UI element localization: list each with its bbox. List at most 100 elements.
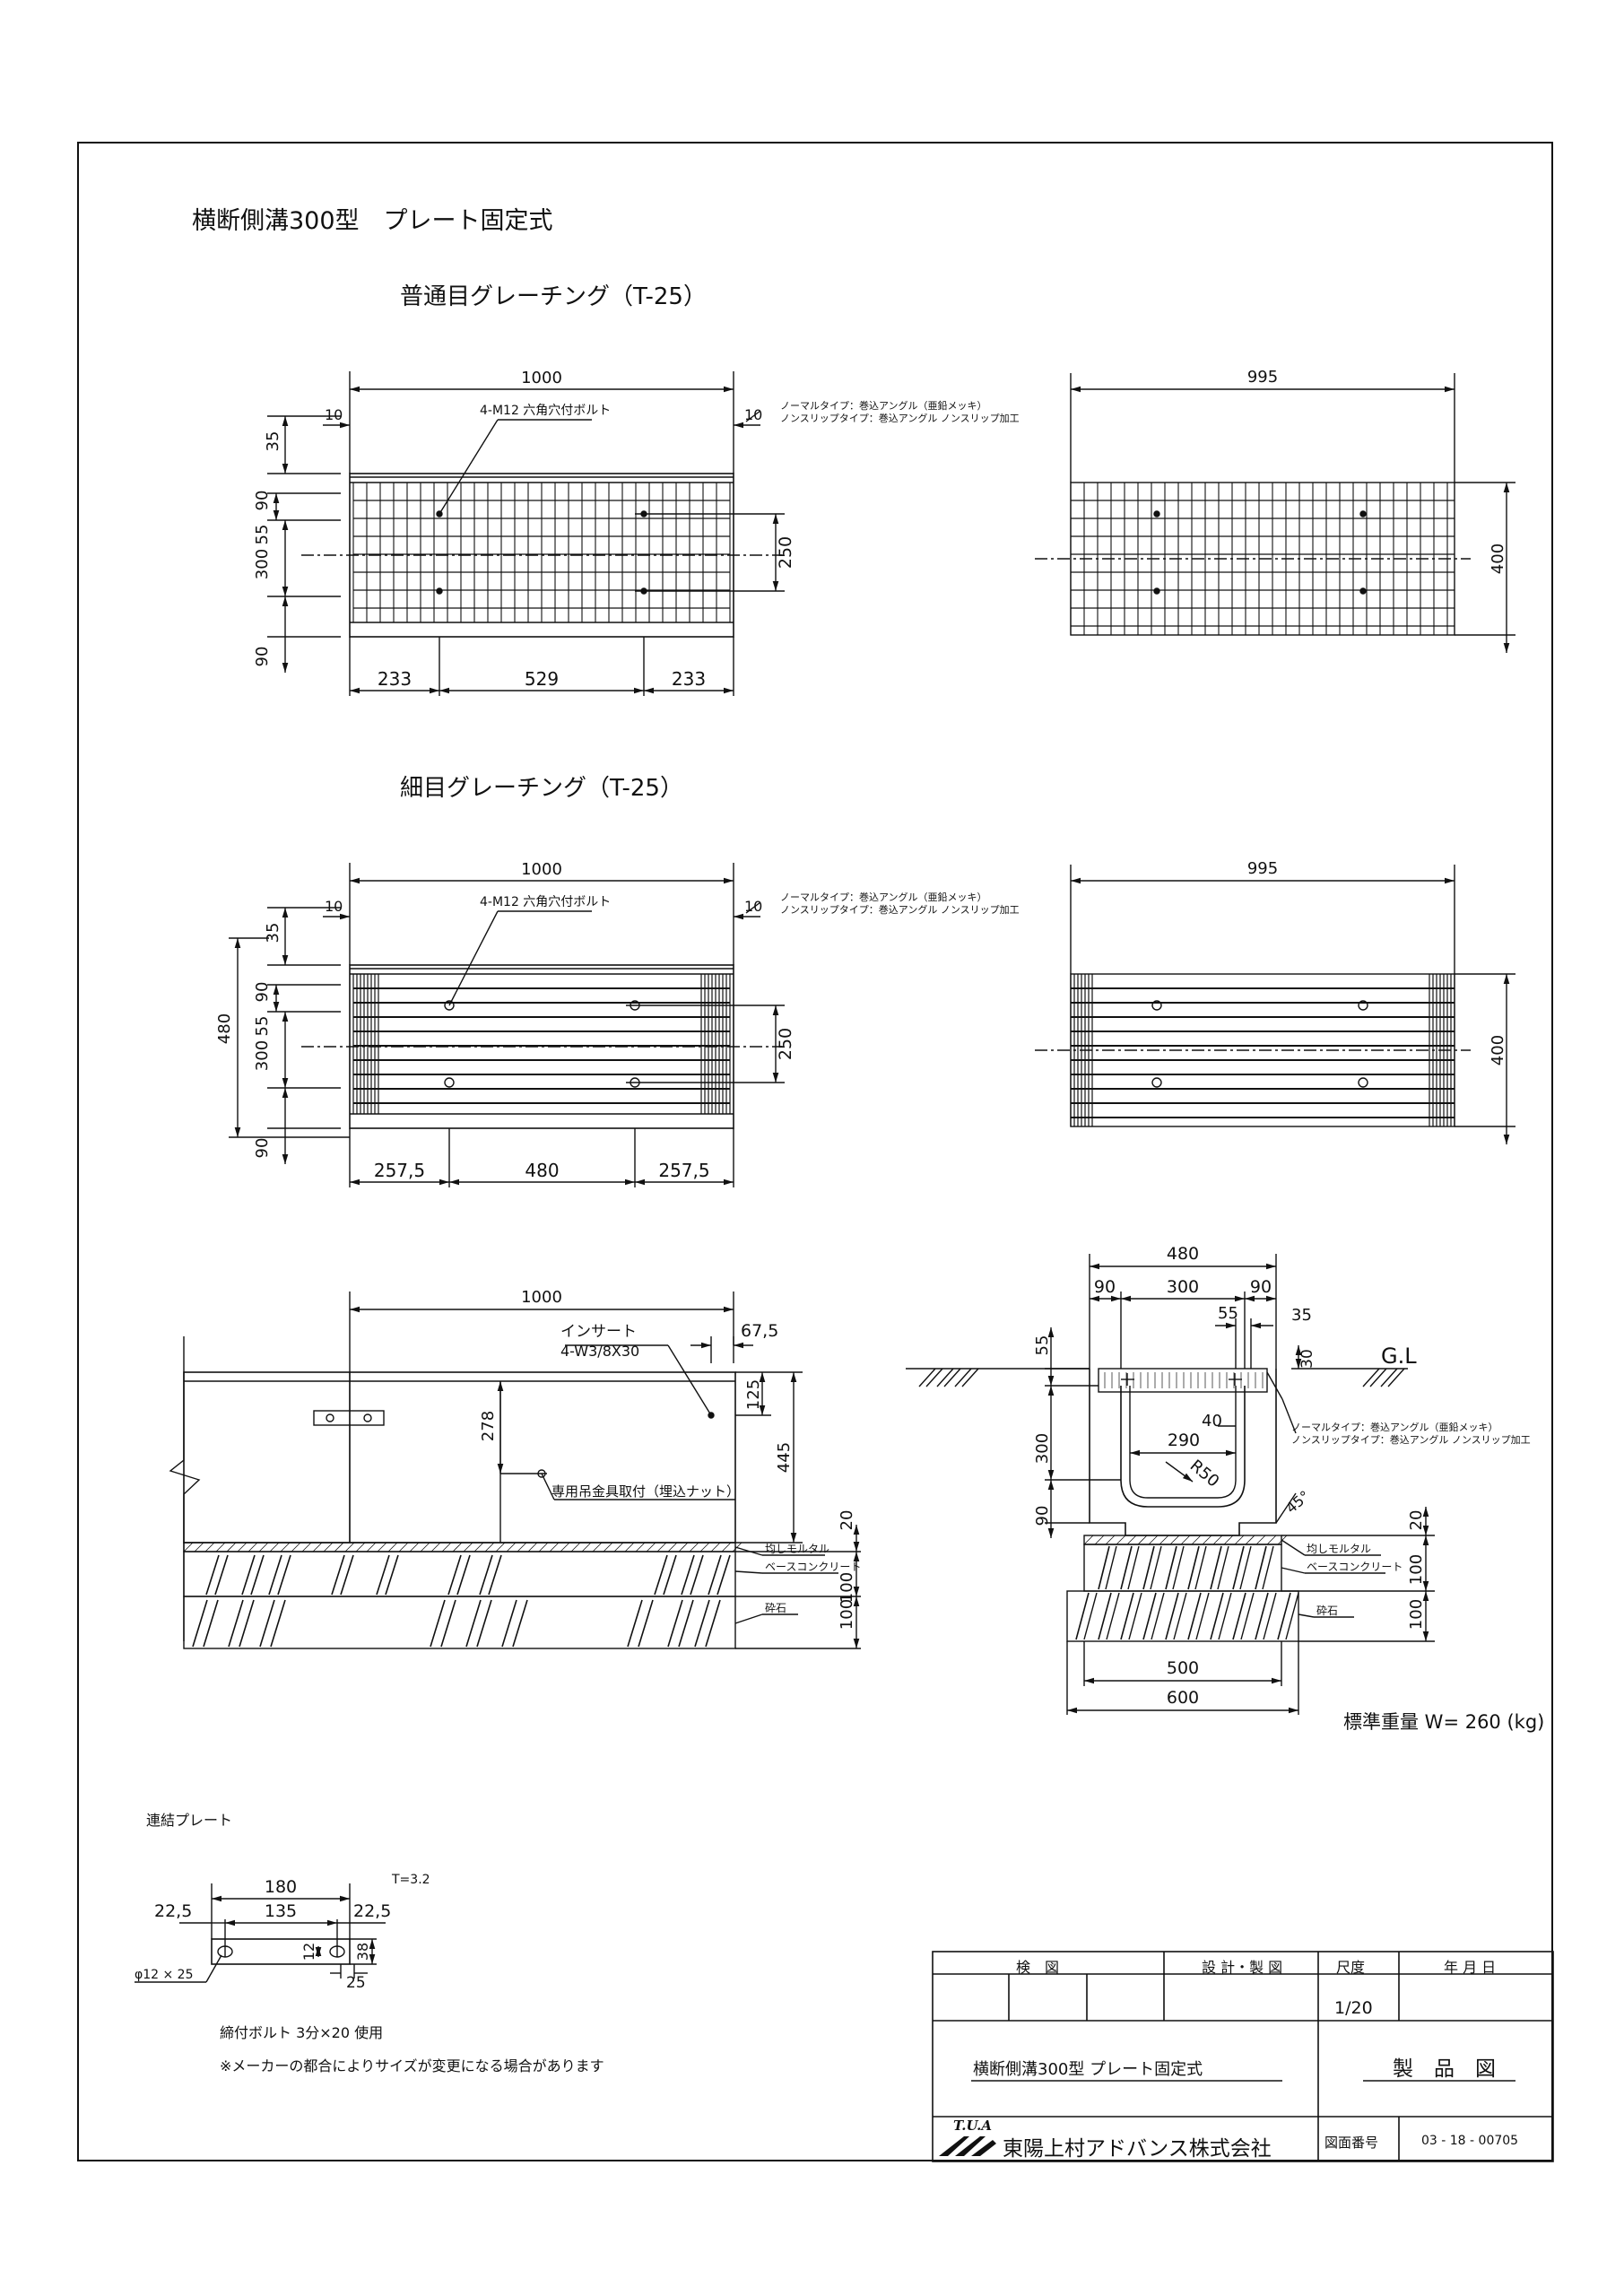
dim-label: 55 — [1218, 1304, 1238, 1323]
cs-mortar-hatch — [1202, 1535, 1212, 1545]
mortar-hatch — [463, 1542, 473, 1552]
bolt-note: 締付ボルト 3分×20 使用 — [220, 2024, 384, 2041]
mortar-hatch — [398, 1542, 409, 1552]
drawing-frame — [77, 142, 1553, 2161]
angle-note-2: ノンスリップタイプ：巻込アングル ノンスリップ加工 — [780, 903, 1020, 916]
mortar-hatch — [377, 1542, 387, 1552]
leader-line — [541, 1473, 555, 1500]
leader-line — [448, 910, 499, 1006]
header-date: 年 月 日 — [1444, 1959, 1497, 1976]
mortar-hatch — [624, 1542, 635, 1552]
base-hatch — [205, 1554, 220, 1596]
mortar-hatch — [291, 1542, 301, 1552]
cs-mortar-hatch — [1105, 1535, 1116, 1545]
dim-label: 300 — [1167, 1277, 1199, 1297]
mortar-hatch — [194, 1542, 204, 1552]
mortar-hatch — [592, 1542, 603, 1552]
dim-label: 100 — [1407, 1599, 1426, 1630]
mortar-hatch — [517, 1542, 527, 1552]
dim-label: 90 — [1250, 1277, 1272, 1297]
dim-label: 100 — [838, 1599, 856, 1630]
dim-left: 233 — [378, 668, 412, 690]
leader-line — [667, 1344, 712, 1416]
connection-plate — [211, 1938, 351, 1965]
stone-hatch — [694, 1599, 710, 1648]
cs-angle-note-1: ノーマルタイプ：巻込アングル（亜鉛メッキ） — [1291, 1421, 1498, 1433]
dim-label: 90 — [1033, 1506, 1052, 1526]
mortar-hatch — [226, 1542, 237, 1552]
mortar-hatch — [215, 1542, 226, 1552]
cs-mortar-label: 均しモルタル — [1307, 1543, 1371, 1555]
angle-note-2: ノンスリップタイプ：巻込アングル ノンスリップ加工 — [780, 412, 1020, 424]
dim-label: 30 — [1298, 1349, 1316, 1369]
cs-base-hatch — [1232, 1545, 1245, 1590]
ground-hatch — [954, 1368, 972, 1387]
mortar-hatch — [506, 1542, 517, 1552]
header-scale: 尺度 — [1336, 1959, 1366, 1976]
cs-mortar-hatch — [1223, 1535, 1234, 1545]
bolt-hole — [1358, 1000, 1368, 1011]
normal-grating-heading: 普通目グレーチング（T-25） — [400, 283, 707, 310]
cs-stone-hatch — [1075, 1592, 1090, 1640]
dim-label: 35 — [1291, 1306, 1312, 1325]
right-width-dim: 995 — [1247, 859, 1278, 878]
dim-right: 257,5 — [658, 1160, 709, 1181]
plate-thickness: T=3.2 — [391, 1873, 430, 1887]
mortar-hatch — [430, 1542, 441, 1552]
mortar-hatch — [183, 1542, 194, 1552]
ground-hatch — [1380, 1368, 1398, 1387]
dim-label: 500 — [1167, 1658, 1199, 1678]
hole-spacing-label: 250 — [776, 536, 795, 569]
width-dimension: 1000 — [521, 369, 562, 387]
dim-label: 135 — [265, 1901, 297, 1921]
dim-label: 55 — [1033, 1335, 1052, 1356]
cs-stone-hatch — [1120, 1592, 1134, 1640]
dim-label: 300 — [253, 1040, 272, 1071]
mortar-hatch — [678, 1542, 689, 1552]
leader-line — [1266, 1371, 1283, 1400]
cs-base-hatch — [1210, 1545, 1222, 1590]
mortar-hatch — [699, 1542, 710, 1552]
cs-base-hatch — [1120, 1545, 1133, 1590]
mortar-hatch — [366, 1542, 377, 1552]
cs-base-hatch — [1255, 1545, 1267, 1590]
stone-hatch — [501, 1599, 517, 1648]
mortar-hatch — [258, 1542, 269, 1552]
right-height-label: 400 — [1489, 1035, 1507, 1065]
mortar-hatch — [570, 1542, 581, 1552]
mortar-hatch — [344, 1542, 355, 1552]
right-width-dim: 995 — [1247, 368, 1278, 387]
bolt-hole — [444, 1000, 455, 1011]
dim-label: 300 — [1033, 1433, 1052, 1464]
mortar-hatch — [355, 1542, 366, 1552]
plate-hole-label: φ12 × 25 — [135, 1968, 194, 1982]
mortar-hatch — [269, 1542, 280, 1552]
bolt-hole — [436, 587, 443, 595]
plate-hole-right — [329, 1945, 345, 1958]
mortar-hatch — [441, 1542, 452, 1552]
insert-spec: 4-W3/8X30 — [560, 1343, 639, 1360]
plate-225-left: 22,5 — [154, 1901, 192, 1921]
hole-spacing-label: 250 — [776, 1028, 795, 1060]
bolt-hole — [1151, 1077, 1162, 1088]
bolt-hole — [1153, 587, 1160, 595]
ground-hatch — [936, 1368, 954, 1387]
bolt-hole — [1153, 510, 1160, 517]
mortar-hatch — [312, 1542, 323, 1552]
cs-stone-hatch — [1098, 1592, 1112, 1640]
bolt-hole — [1359, 587, 1367, 595]
dim-label: 55 — [253, 525, 272, 545]
cs-mortar-hatch — [1083, 1535, 1094, 1545]
ground-hatch — [1362, 1368, 1380, 1387]
cs-stone-hatch — [1210, 1592, 1224, 1640]
company-logo — [939, 2136, 996, 2156]
cs-mortar-hatch — [1126, 1535, 1137, 1545]
mortar-hatch — [667, 1542, 678, 1552]
mortar-hatch — [409, 1542, 420, 1552]
mortar-hatch — [581, 1542, 592, 1552]
width-dimension: 1000 — [521, 860, 562, 879]
dim-label: 55 — [253, 1016, 272, 1037]
leader-line — [745, 410, 761, 422]
mortar-hatch — [646, 1542, 656, 1552]
maker-note: ※メーカーの都合によりサイズが変更になる場合があります — [220, 2057, 604, 2074]
